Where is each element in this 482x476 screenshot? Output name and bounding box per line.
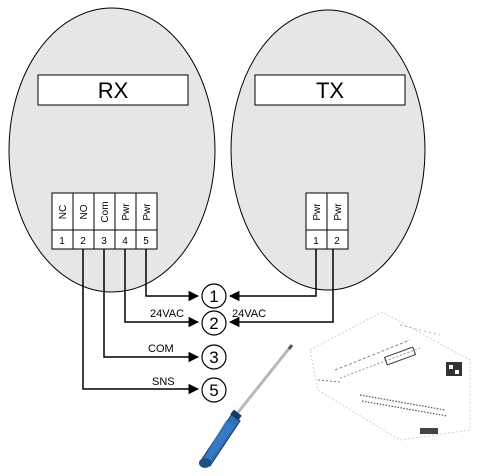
connection-number-3: 3 xyxy=(209,348,218,367)
tx-unit: TX xyxy=(230,9,426,291)
rx-terminal-number-2: 2 xyxy=(80,236,86,247)
wire-rx4-to-2 xyxy=(124,249,200,328)
tx-label-box xyxy=(254,74,406,106)
tx-terminal-label-2: Pwr xyxy=(333,203,344,221)
rx-terminal-label-1: NC xyxy=(58,205,69,219)
tx-label: TX xyxy=(316,78,344,103)
screwdriver-icon xyxy=(199,344,294,468)
tx-terminal-label-1: Pwr xyxy=(312,203,323,221)
rx-terminal-number-5: 5 xyxy=(143,236,149,247)
rx-terminal-number-1: 1 xyxy=(59,236,65,247)
rx-terminal-number-4: 4 xyxy=(122,236,128,247)
circuit-board-icon xyxy=(309,311,471,441)
connection-number-2: 2 xyxy=(209,314,218,333)
rx-terminal-label-3: Com xyxy=(100,201,111,222)
wire-label-24vac-left: 24VAC xyxy=(150,308,184,320)
connection-number-5: 5 xyxy=(209,381,218,400)
wire-label-24vac-right: 24VAC xyxy=(232,308,266,320)
wire-rx3-to-3 xyxy=(103,249,200,363)
rx-terminal-label-4: Pwr xyxy=(121,203,132,221)
rx-terminal-label-2: NO xyxy=(79,204,90,219)
tx-terminal-number-2: 2 xyxy=(334,236,340,247)
wire-rx5-to-1 xyxy=(145,249,200,302)
rx-terminal-label-5: Pwr xyxy=(142,203,153,221)
connection-circle-3 xyxy=(201,344,227,370)
connection-circle-2 xyxy=(201,310,227,336)
rx-terminal-block: NC NO Com Pwr Pwr 1 2 3 4 5 xyxy=(51,192,158,250)
rx-label-box xyxy=(37,74,189,106)
wire-tx2-to-2 xyxy=(228,249,334,328)
rx-label: RX xyxy=(98,78,129,103)
wire-label-com: COM xyxy=(148,343,174,355)
connection-number-1: 1 xyxy=(209,287,218,306)
connection-circle-1 xyxy=(201,283,227,309)
tx-terminal-block: Pwr Pwr 1 2 xyxy=(305,192,349,250)
wire-tx1-to-1 xyxy=(228,249,317,302)
rx-terminal-number-3: 3 xyxy=(101,236,107,247)
wires xyxy=(82,249,334,395)
tx-terminal-number-1: 1 xyxy=(313,236,319,247)
connection-circle-5 xyxy=(201,377,227,403)
wire-rx2-to-5 xyxy=(82,249,200,395)
connection-points: 1 2 3 5 xyxy=(201,283,227,403)
wire-label-sns: SNS xyxy=(152,376,175,388)
